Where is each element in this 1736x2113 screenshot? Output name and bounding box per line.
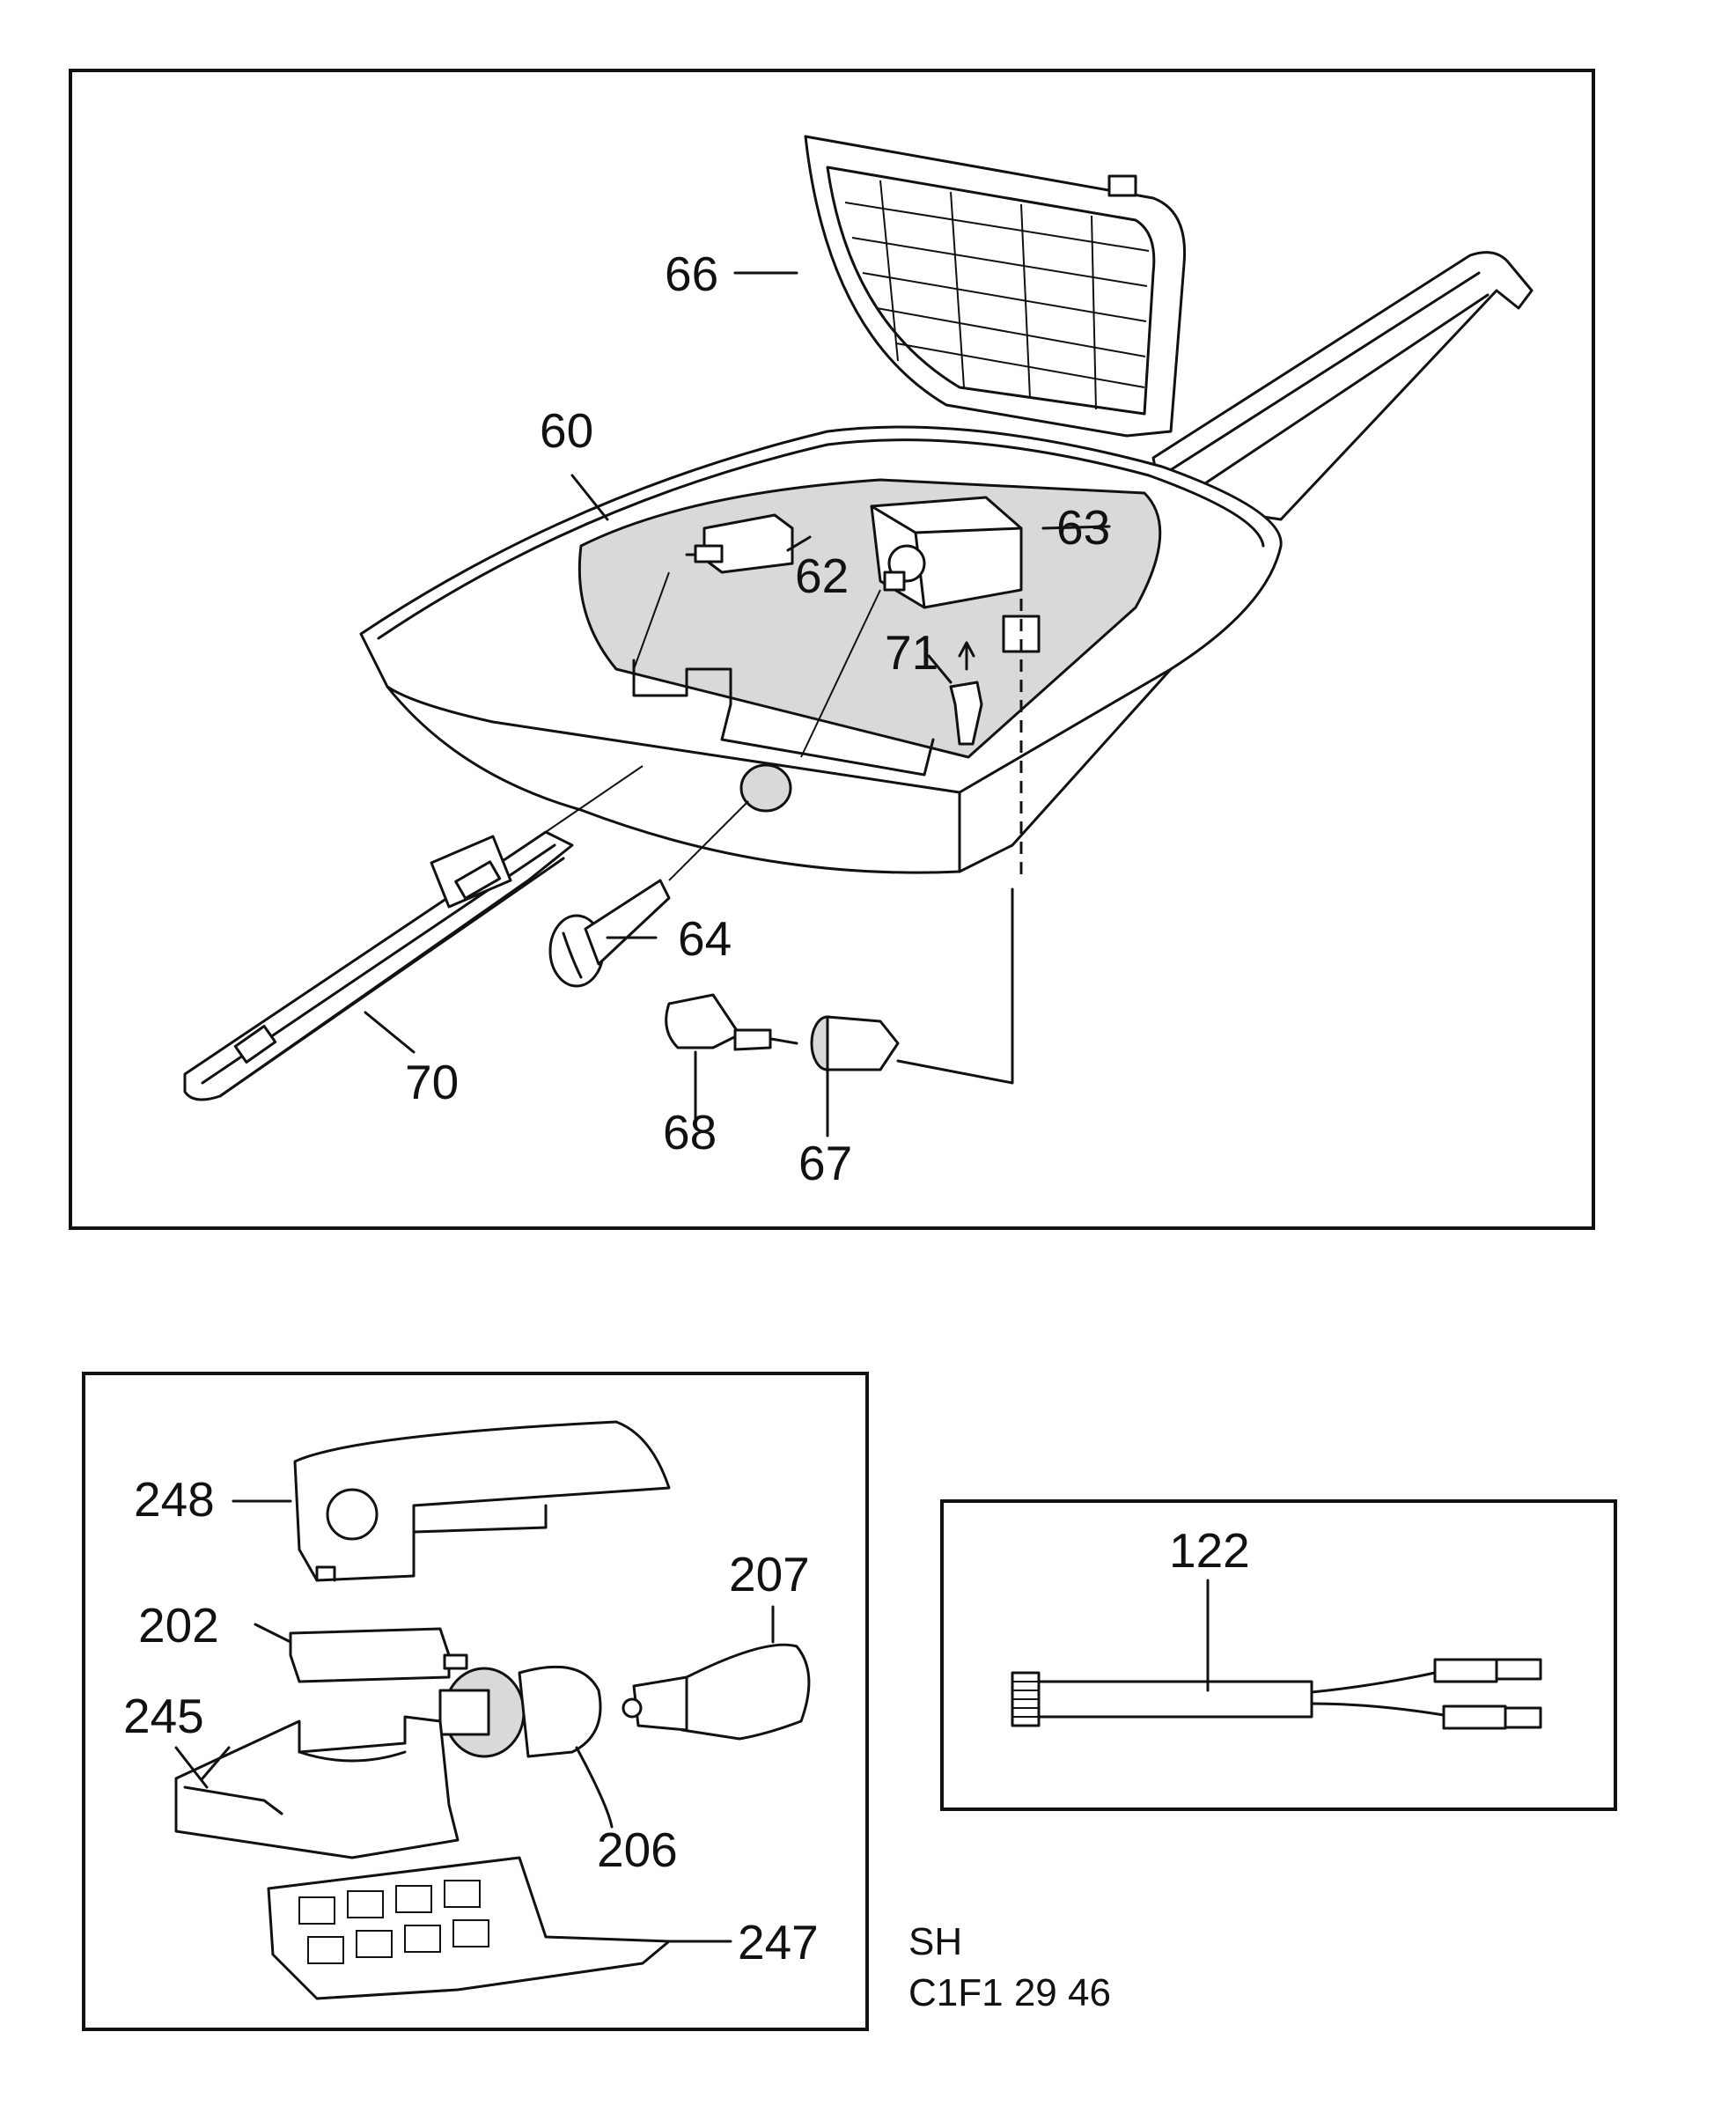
lid-part-66 (804, 135, 1187, 438)
top-panel-leaders (364, 271, 1111, 1137)
callout-62: 62 (795, 548, 849, 603)
callout-207: 207 (729, 1547, 810, 1601)
switch-part-62 (685, 513, 794, 574)
reference-line-1: SH (908, 1920, 962, 1963)
tray-arm (1151, 251, 1534, 521)
slide-part-70 (183, 830, 574, 1101)
bulb-part-207 (622, 1605, 811, 1741)
callout-66: 66 (665, 247, 718, 301)
grille-part-247 (267, 1856, 732, 2000)
clip-part-71 (949, 641, 983, 746)
switch-part-202 (254, 1623, 468, 1683)
top-panel: 66 60 63 62 71 64 70 68 67 (69, 69, 1595, 1230)
callout-245: 245 (123, 1689, 204, 1743)
callout-206: 206 (597, 1822, 678, 1877)
callout-63: 63 (1056, 500, 1110, 555)
holder-part-67 (810, 1015, 900, 1071)
callout-64: 64 (678, 911, 732, 966)
harness-part-122 (1011, 1579, 1542, 1730)
bottom-right-panel: 122 (940, 1499, 1617, 1811)
callout-122: 122 (1169, 1523, 1250, 1578)
bottom-right-frame (940, 1499, 1617, 1811)
base-part-245 (174, 1715, 460, 1859)
top-panel-frame (69, 69, 1595, 1230)
bulb-part-68 (665, 993, 798, 1051)
callout-68: 68 (663, 1105, 717, 1160)
callout-70: 70 (405, 1055, 459, 1109)
cover-part-248 (293, 1420, 671, 1582)
reference-line-2: C1F1 29 46 (908, 1971, 1111, 2014)
bottom-left-panel: 248 202 207 245 206 247 (82, 1372, 869, 2031)
reference-code: SH C1F1 29 46 (908, 1920, 1111, 2014)
knob-part-64 (548, 879, 671, 988)
callout-71: 71 (885, 625, 938, 680)
bottom-left-frame (82, 1372, 869, 2031)
switch-part-63 (870, 496, 1023, 609)
socket-part-206 (438, 1665, 614, 1829)
callout-202: 202 (138, 1598, 219, 1653)
callout-60: 60 (540, 403, 593, 458)
callout-248: 248 (134, 1472, 215, 1527)
callout-247: 247 (738, 1915, 819, 1969)
housing-part-60 (359, 425, 1283, 874)
callout-67: 67 (798, 1136, 852, 1190)
